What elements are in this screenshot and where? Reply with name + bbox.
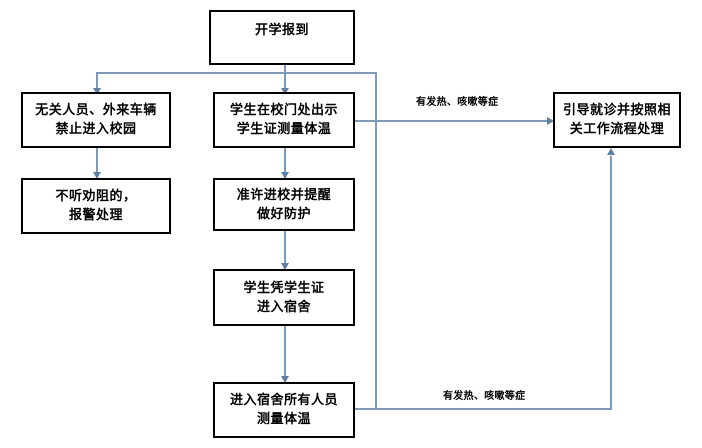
edge-label-symptom-bottom: 有发热、咳嗽等症 [443,391,526,402]
arrowhead-gate-check-to-allow-enter [281,172,289,179]
node-allow-enter[interactable]: 准许进校并提醒 做好防护 [213,178,355,231]
connector-dorm-temp-to-return [355,408,612,410]
connector-allow-enter-to-enter-dorm [284,231,286,269]
node-gate-check-line-1: 学生在校门处出示 [229,103,338,118]
edge-label-symptom-top: 有发热、咳嗽等症 [416,97,499,108]
arrowhead-return-to-referral [607,148,615,155]
node-gate-check[interactable]: 学生在校门处出示 学生证测量体温 [213,92,355,148]
node-enter-dorm[interactable]: 学生凭学生证 进入宿舍 [213,269,355,326]
connector-bus-horizontal [96,72,376,74]
node-enter-dorm-line-2: 进入宿舍 [256,299,311,315]
connector-bus-to-outsiders [96,72,98,92]
arrowhead-enter-dorm-to-dorm-temp [281,376,289,383]
node-allow-enter-line-2: 做好防护 [256,206,311,222]
connector-gate-check-to-allow-enter [284,148,286,178]
node-police[interactable]: 不听劝阻的， 报警处理 [21,178,171,234]
connector-return-vertical-to-referral [610,156,612,410]
connector-outsiders-to-police [96,148,98,178]
connector-enter-dorm-to-dorm-temp [284,326,286,382]
connector-gate-check-to-referral [355,120,551,122]
arrowhead-allow-enter-to-enter-dorm [281,263,289,270]
node-allow-enter-line-1: 准许进校并提醒 [236,187,332,203]
node-start[interactable]: 开学报到 [209,10,355,65]
node-police-line-1: 不听劝阻的， [55,189,137,204]
node-referral[interactable]: 引导就诊并按照相 关工作流程处理 [553,92,681,148]
node-police-line-2: 报警处理 [68,208,123,223]
node-dorm-temp-line-2: 测量体温 [256,412,311,427]
arrowhead-outsiders-to-police [93,172,101,179]
node-start-line-1: 开学报到 [254,23,309,38]
node-outsiders-line-2: 禁止进入校园 [55,122,137,137]
node-dorm-temp-line-1: 进入宿舍所有人员 [229,393,338,408]
arrowhead-gate-check-to-referral [547,117,554,125]
node-dorm-temp[interactable]: 进入宿舍所有人员 测量体温 [213,382,355,438]
node-referral-line-1: 引导就诊并按照相 [562,103,671,118]
arrowhead-bus-to-outsiders [93,88,101,95]
node-outsiders[interactable]: 无关人员、外来车辆 禁止进入校园 [21,92,171,148]
connector-start-to-bus [284,65,286,74]
node-gate-check-line-2: 学生证测量体温 [236,122,332,137]
connector-bus-to-gate-check [284,72,286,92]
node-referral-line-2: 关工作流程处理 [569,122,665,137]
arrowhead-bus-to-gate-check [281,88,289,95]
node-enter-dorm-line-1: 学生凭学生证 [243,280,325,296]
connector-bus-right-vertical [375,72,377,410]
node-outsiders-line-1: 无关人员、外来车辆 [35,103,157,118]
